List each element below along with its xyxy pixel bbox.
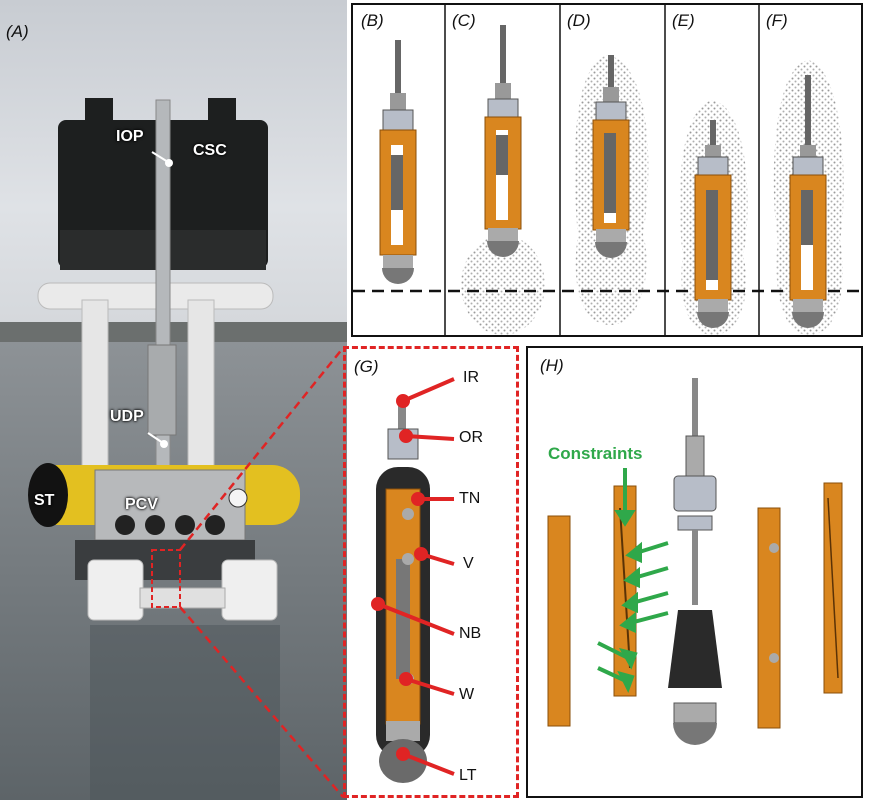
photo-label-pcv: PCV [125,496,158,513]
panel-bf-frame: (B) (C) (D) (E) (F) [351,3,863,337]
right-pvc-leg [187,299,215,481]
panel-h-illustration [547,378,843,745]
tank-end-cap [28,463,68,527]
zoom-line-top [179,347,344,551]
udp-pointer-dot [160,440,168,448]
photo-label-iop: IOP [116,128,144,145]
constraints-label: Constraints [548,444,643,463]
reflection [90,625,280,800]
iop-pointer-line [151,151,169,163]
part-label-ir: IR [463,369,479,386]
panel-h-label: (H) [540,356,564,375]
panel-f-label: (F) [766,11,788,30]
left-pvc-leg [81,299,109,481]
photo-illustration [0,0,347,800]
part-label-v: V [463,555,474,572]
panel-bf-illustration [353,5,861,335]
exploded-cap [673,475,717,512]
udp-pointer-line [147,432,164,444]
exploded-tip [673,723,717,745]
iop-pointer-dot [165,159,173,167]
device-d [592,55,630,258]
exploded-plate-1 [547,515,571,727]
part-label-nb: NB [459,625,482,642]
panel-e-label: (E) [672,11,695,30]
device-f [789,75,827,328]
panel-d-label: (D) [567,11,591,30]
device-e [694,120,732,328]
panel-b-label: (B) [361,11,384,30]
box-handle-left [85,98,113,124]
panel-g-illustration [371,377,455,783]
panel-c-label: (C) [452,11,476,30]
pressure-gauges [115,488,248,535]
panel-a-label: (A) [6,22,29,41]
exploded-plate-3 [757,507,781,729]
photo-label-st: ST [34,492,55,509]
inset-box [151,549,181,608]
zoom-line-bottom [179,606,344,798]
photo-label-csc: CSC [193,142,227,159]
part-label-tn: TN [459,490,481,507]
device-c [484,25,522,257]
photo-label-udp: UDP [110,408,144,425]
panel-a: (A) IOP CSC UDP ST PCV [0,0,347,800]
panel-h-frame: (H) Constraints [526,346,863,798]
blob-c [461,235,545,335]
part-label-or: OR [459,429,483,446]
part-label-lt: LT [459,767,477,784]
exploded-nozzle-body [668,610,722,688]
panel-g-frame: (G) IR OR TN V NB W LT [343,346,519,798]
part-label-w: W [459,686,475,703]
box-handle-right [208,98,236,124]
constraint-arrows [597,468,669,694]
part-pointers [371,377,455,776]
panel-g-label: (G) [354,357,379,376]
device-b [379,40,417,284]
upper-driver-piston [147,344,177,436]
